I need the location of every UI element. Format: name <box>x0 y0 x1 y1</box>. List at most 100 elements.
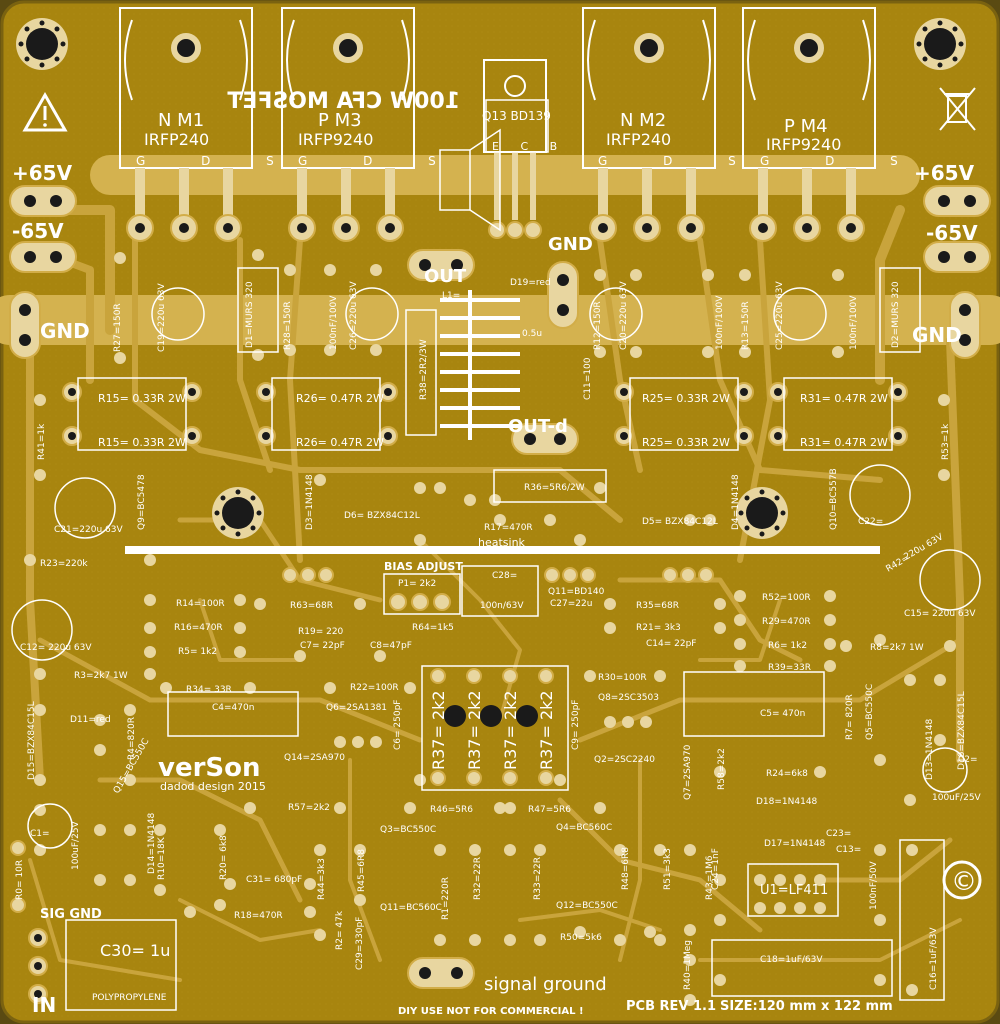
silk-label: D18=1N4148 <box>756 797 818 807</box>
warning-icon <box>22 91 68 132</box>
silk-label: R4=820R <box>127 717 137 760</box>
silk-label: R39=33R <box>768 663 811 673</box>
silk-label: R45=6R8 <box>357 849 367 892</box>
m3-line1: P M3 <box>318 110 362 131</box>
polypropylene-label: POLYPROPYLENE <box>92 993 167 1003</box>
size-label: SIZE:120 mm x 122 mm <box>720 999 893 1014</box>
silk-label: C16=1uF/63V <box>929 927 939 990</box>
silk-label: C5= 470n <box>760 709 805 719</box>
revision-label: PCB REV 1.1 <box>626 999 716 1014</box>
silk-label: C1= <box>30 829 50 839</box>
q13-label: Q13 BD139 <box>482 109 551 123</box>
silk-label: C11=100 <box>583 357 593 400</box>
silk-label: D4=1N4148 <box>731 474 741 530</box>
silk-label: R26= 0.47R 2W <box>296 392 384 405</box>
silk-label: D3=1N4148 <box>305 474 315 530</box>
silk-label: Q2=2SC2240 <box>594 755 655 765</box>
m3-pins: G D S <box>298 154 462 168</box>
silk-label: R46=5R6 <box>430 805 473 815</box>
silk-label: Q12=BC550C <box>556 901 618 911</box>
power-transistors <box>119 7 876 220</box>
out-label: OUT <box>424 266 467 287</box>
silk-label: D16=BZX84C15L <box>957 691 967 770</box>
silk-label: R47=5R6 <box>528 805 571 815</box>
silk-label: R41=1k <box>37 423 47 460</box>
silk-label: C31= 680pF <box>246 875 302 885</box>
copyright-label: © <box>951 867 977 897</box>
pads <box>9 185 991 1006</box>
silk-label: R25= 0.33R 2W <box>642 392 730 405</box>
m2-pins: G D S <box>598 154 762 168</box>
silk-label: R37= 2k2 <box>501 690 520 770</box>
silk-label: Q8=2SC3503 <box>598 693 659 703</box>
silk-label: C13= <box>836 845 861 855</box>
silk-label: R31= 0.47R 2W <box>800 436 888 449</box>
silk-label: Q9=BC5478 <box>137 474 147 530</box>
silk-label: 100uF/25V <box>71 820 81 870</box>
silk-label: R20= 6k8 <box>219 835 229 880</box>
silk-label: Q4=BC560C <box>556 823 612 833</box>
silk-label: 100nF/100V <box>849 295 859 350</box>
m3-line2: IRFP9240 <box>298 130 373 149</box>
silk-label: 100nF/100V <box>329 295 339 350</box>
silk-label: C19=220u 63V <box>157 283 167 352</box>
silk-label: C7= 22pF <box>300 641 345 651</box>
p65-right: +65V <box>914 161 975 185</box>
silk-label: Q10=BC557B <box>829 468 839 530</box>
silk-label: 100nF/100V <box>715 295 725 350</box>
silk-label: D6= BZX84C12L <box>344 511 420 521</box>
silk-label: R10=18K <box>157 836 167 880</box>
gnd-right: GND <box>912 323 962 347</box>
silk-label: C27=22u <box>550 599 592 609</box>
silk-label: D15=BZX84C15L <box>27 701 37 780</box>
signal-ground-label: signal ground <box>484 974 607 995</box>
silk-label: R5= 1k2 <box>178 647 217 657</box>
silk-label: 100uF/25V <box>932 793 982 803</box>
silk-label: R44=3k3 <box>317 858 327 900</box>
silk-label: C29=330pF <box>355 917 365 970</box>
copyright-circle <box>942 860 982 900</box>
silk-label: D17=1N4148 <box>764 839 826 849</box>
silk-label: R29=470R <box>762 617 811 627</box>
m1-pins: G D S <box>136 154 300 168</box>
silk-label: C9= 250pF <box>571 700 581 750</box>
silk-label: R30=100R <box>598 673 647 683</box>
q13-pins: E C B <box>492 140 566 153</box>
silk-label: R58=2k2 <box>717 748 727 790</box>
silk-label: R6= 1k2 <box>768 641 807 651</box>
silk-label: R25= 0.33R 2W <box>642 436 730 449</box>
silk-label: Q3=BC550C <box>380 825 436 835</box>
m4-pins: G D S <box>760 154 924 168</box>
silk-label: R0= 10R <box>15 860 25 900</box>
silk-label: 100n/63V <box>480 601 524 611</box>
silk-label: R37= 2k2 <box>465 690 484 770</box>
silk-label: R8=2k7 1W <box>870 643 924 653</box>
silk-label: R36=5R6/2W <box>524 483 585 493</box>
notice-label: DIY USE NOT FOR COMMERCIAL ! <box>398 1006 584 1017</box>
silk-label: R13=150R <box>741 301 751 350</box>
silk-label: D11=red <box>70 715 111 725</box>
silk-label: R27=150R <box>113 303 123 352</box>
silk-label: C23= <box>826 829 851 839</box>
silk-label: C24=1nF <box>711 848 721 890</box>
board-title-mirrored: 100W CFA MOSFET <box>227 89 460 114</box>
silk-label: L1= <box>442 291 460 301</box>
silk-label: C12= 220u 63V <box>20 643 92 653</box>
silk-label: R1=220R <box>441 877 451 920</box>
m4-line2: IRFP9240 <box>766 135 841 154</box>
silk-label: BIAS ADJUST <box>384 560 463 573</box>
silk-label: R35=68R <box>636 601 679 611</box>
silk-label: R38=2R2/3W <box>419 339 429 400</box>
silk-label: R64=1k5 <box>412 623 454 633</box>
silk-label: C8=47pF <box>370 641 412 651</box>
silk-label: R28=150R <box>283 301 293 350</box>
p65-left: +65V <box>12 161 73 185</box>
silk-label: C22= <box>858 517 883 527</box>
silk-label: R17=470R <box>484 523 533 533</box>
silk-label: R3=2k7 1W <box>74 671 128 681</box>
silk-label: heatsink <box>478 536 526 549</box>
silk-label: C4=470n <box>212 703 254 713</box>
silk-label: R14=100R <box>176 599 225 609</box>
